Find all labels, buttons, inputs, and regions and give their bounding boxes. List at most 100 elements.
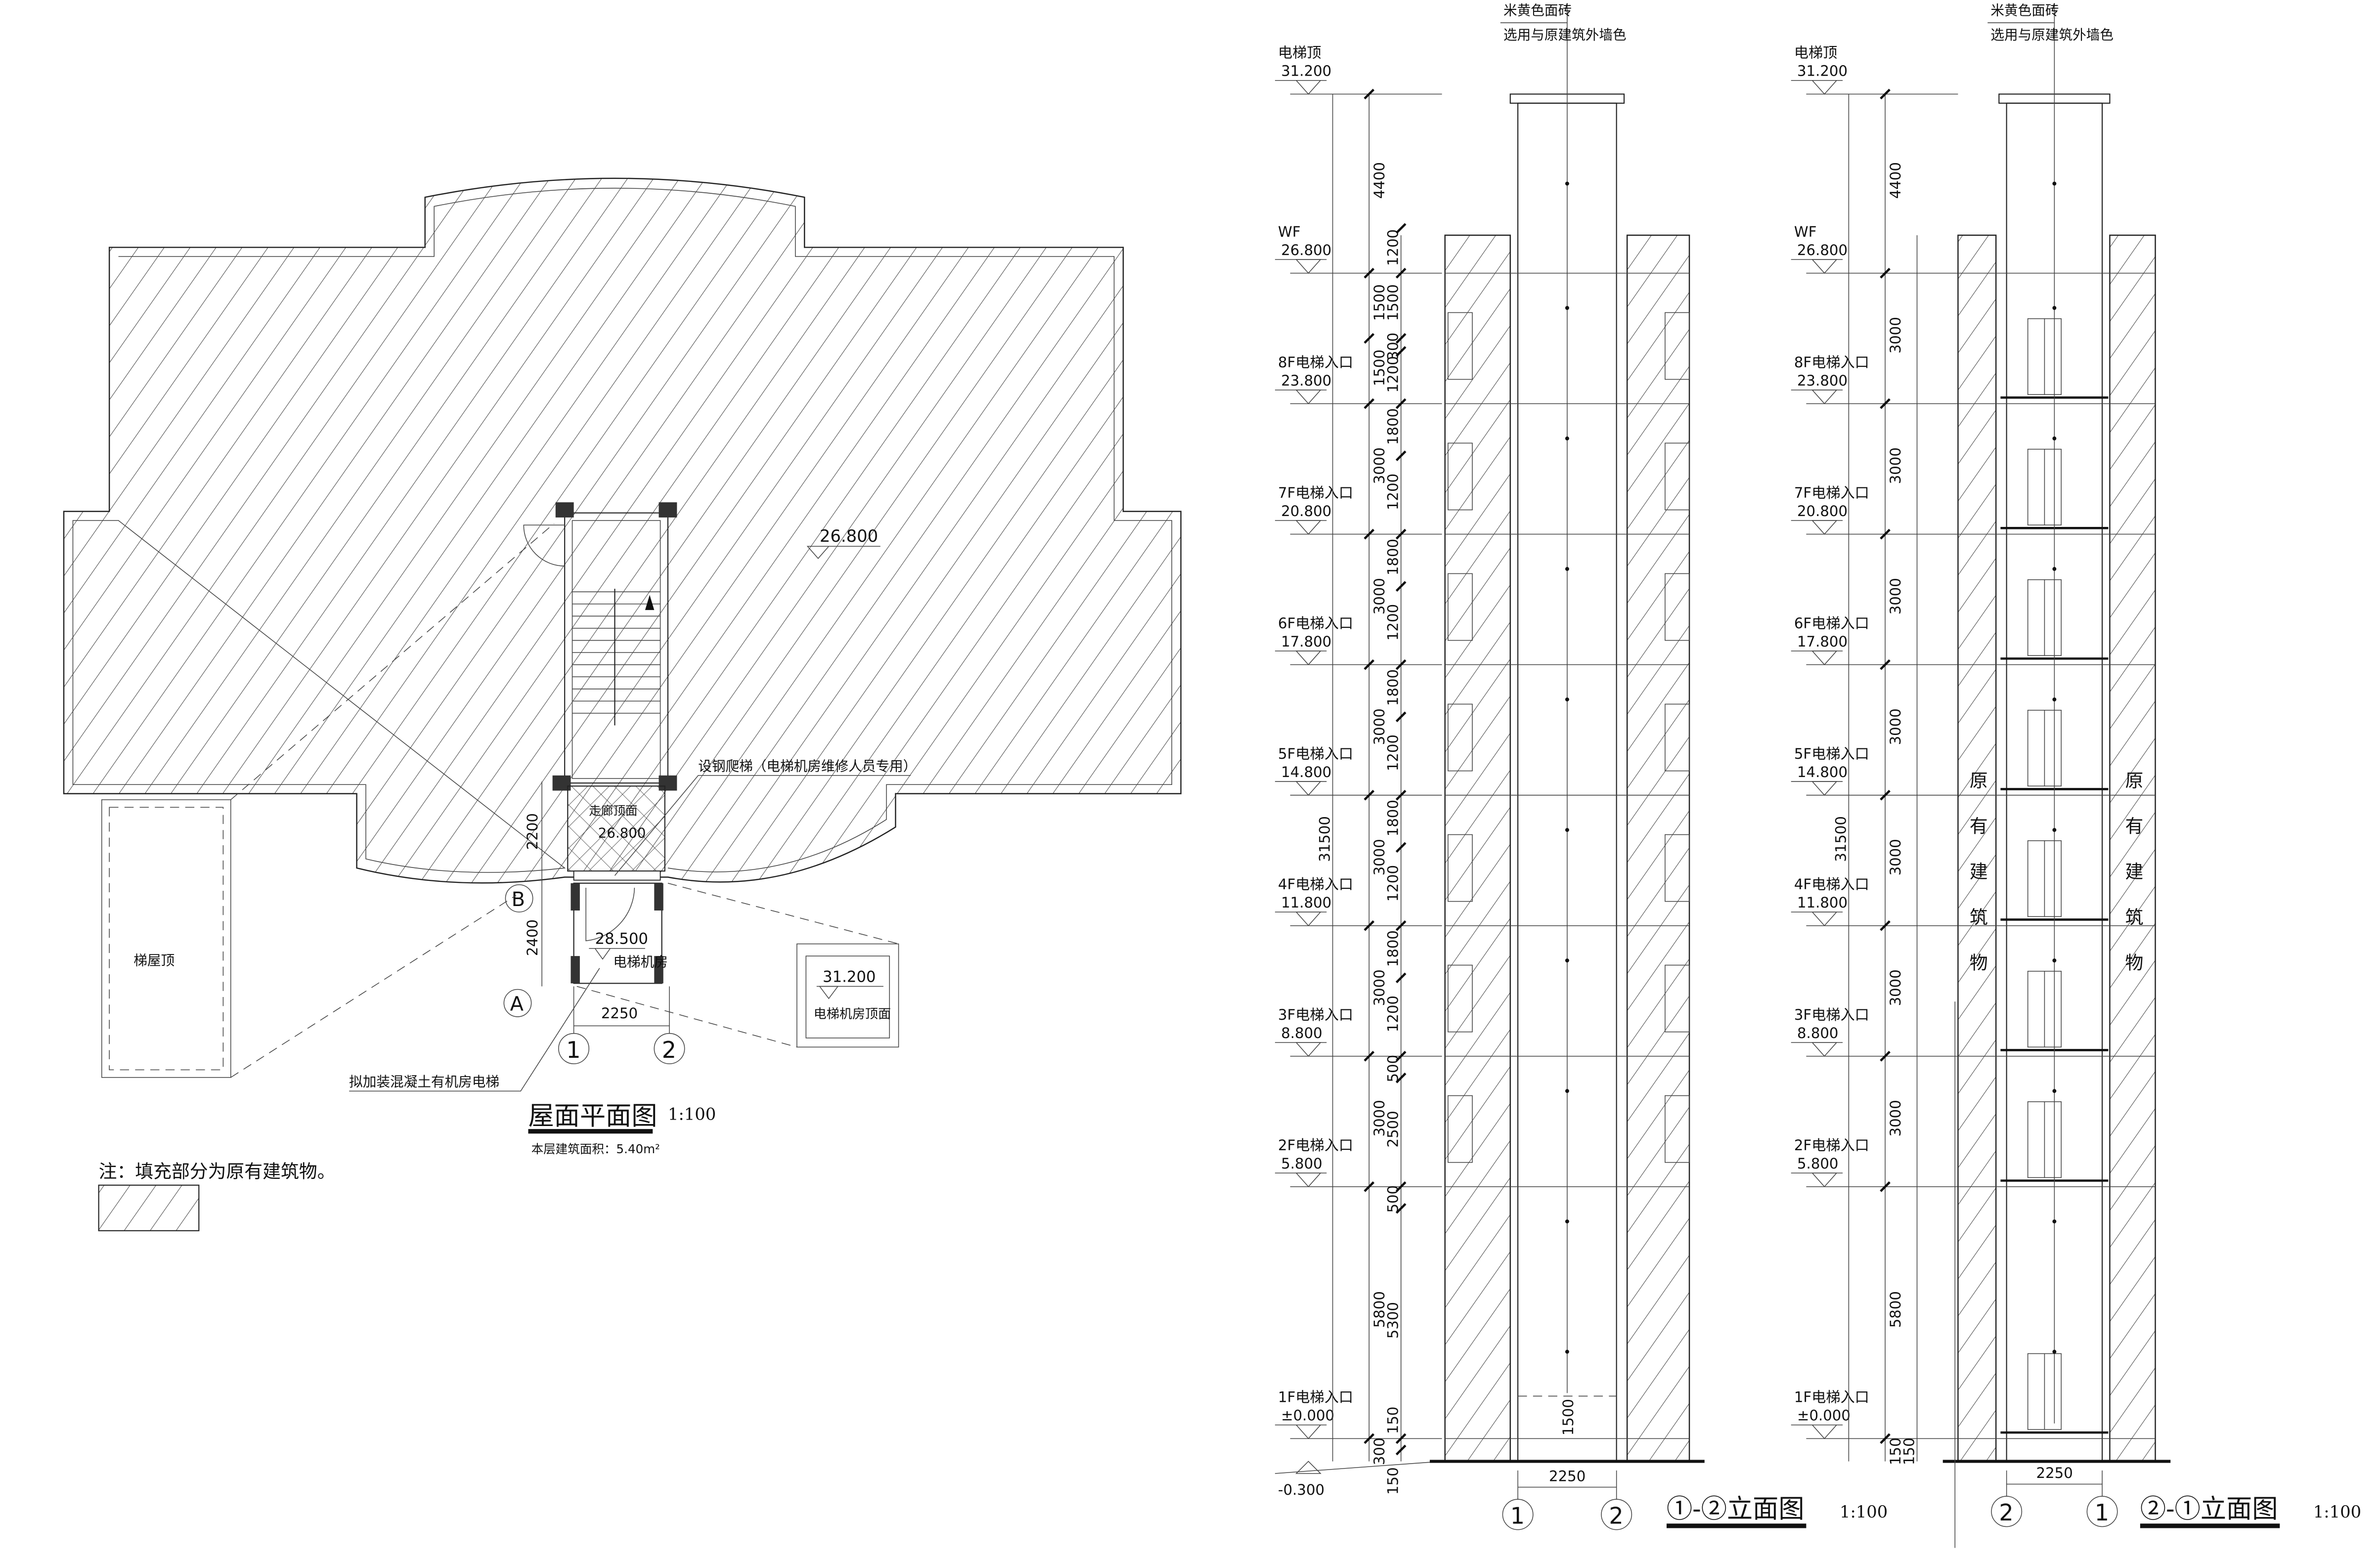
dim-text: 1800 bbox=[1385, 800, 1402, 836]
dim-text: 150 bbox=[1385, 1467, 1402, 1495]
existing-wall-right bbox=[2109, 234, 2156, 1462]
level-name: WF bbox=[1278, 223, 1301, 240]
stair-core bbox=[564, 512, 668, 784]
axis-label: 2 bbox=[1999, 1499, 2013, 1526]
axis-label-a: A bbox=[510, 993, 524, 1016]
level-marker-icon bbox=[1811, 911, 1838, 926]
dim-tick bbox=[1364, 789, 1375, 801]
window bbox=[1448, 573, 1473, 641]
level-marker-icon bbox=[806, 546, 830, 559]
dim-tick bbox=[1364, 1433, 1375, 1444]
detail-label: 电梯机房顶面 bbox=[814, 1007, 891, 1022]
level-marker-icon bbox=[1811, 781, 1838, 796]
level-marker-icon bbox=[1295, 259, 1322, 274]
dim-tick bbox=[1395, 972, 1407, 984]
dim-text: 300 bbox=[1385, 333, 1402, 360]
level-name: 1F电梯入口 bbox=[1794, 1389, 1869, 1406]
dim-text: 3000 bbox=[1887, 839, 1904, 875]
dim-tick bbox=[1395, 789, 1407, 801]
leader-dot bbox=[1565, 306, 1569, 310]
leader-dot bbox=[2052, 181, 2057, 186]
axis-bubble-1: 1 bbox=[558, 986, 590, 1064]
leader-dot bbox=[2052, 958, 2057, 963]
dim-text: 5800 bbox=[1371, 1291, 1388, 1328]
dim-tick bbox=[1364, 1050, 1375, 1062]
axis-label-2: 2 bbox=[662, 1037, 676, 1063]
window bbox=[1665, 573, 1690, 641]
level-marker-icon bbox=[1811, 650, 1838, 665]
level-value: 11.800 bbox=[1281, 894, 1331, 911]
stair-roof-detail bbox=[101, 799, 231, 1078]
leader-dot bbox=[2052, 306, 2057, 310]
axis-bubble bbox=[1601, 1499, 1632, 1530]
window bbox=[1448, 703, 1473, 772]
corridor-label: 走廊顶面 bbox=[589, 804, 637, 818]
level-marker-icon bbox=[1811, 80, 1838, 95]
level-value: 20.800 bbox=[1797, 503, 1848, 520]
leader-dot bbox=[2052, 567, 2057, 571]
level-marker-icon bbox=[1295, 80, 1322, 95]
dim-text: 3000 bbox=[1371, 447, 1388, 484]
parapet-line bbox=[72, 187, 1172, 873]
level-value: 17.800 bbox=[1797, 633, 1848, 650]
axis-label: 1 bbox=[2095, 1499, 2109, 1526]
dim-tick bbox=[1880, 789, 1891, 801]
level-marker-icon bbox=[1295, 1172, 1322, 1187]
level-value: 20.800 bbox=[1281, 503, 1331, 520]
leader-dot bbox=[1565, 1219, 1569, 1224]
dim-tick bbox=[1880, 1181, 1891, 1192]
existing-wall-right bbox=[1626, 234, 1690, 1462]
level-value: 31.200 bbox=[1281, 63, 1331, 80]
material-note: 选用与原建筑外墙色 bbox=[1503, 27, 1627, 43]
detail-leader bbox=[230, 523, 555, 800]
dim-tick bbox=[1395, 1444, 1407, 1456]
existing-building-outline bbox=[63, 177, 1182, 884]
level-value: 23.800 bbox=[1281, 372, 1331, 389]
elevation-scale: 1:100 bbox=[1840, 1502, 1888, 1521]
window bbox=[1665, 964, 1690, 1033]
dim-tick bbox=[1395, 659, 1407, 670]
dim-text: 1200 bbox=[1385, 735, 1402, 771]
axis-bubble-2: 2 bbox=[654, 986, 685, 1064]
dim-text: 1800 bbox=[1385, 930, 1402, 967]
ladder-note: 设钢爬梯（电梯机房维修人员专用） bbox=[698, 758, 917, 775]
level-value: 26.800 bbox=[1281, 242, 1331, 259]
dim-text: 1500 bbox=[1371, 349, 1388, 386]
dim-text: 3000 bbox=[1887, 447, 1904, 484]
dim-text: 3000 bbox=[1887, 708, 1904, 745]
dim-width: 2250 bbox=[2036, 1465, 2073, 1481]
elevation-title: ①-②立面图 bbox=[1667, 1494, 1805, 1524]
level-name: 4F电梯入口 bbox=[1278, 876, 1353, 893]
detail-level: 31.200 bbox=[823, 968, 876, 986]
dim-text: 4400 bbox=[1371, 162, 1388, 199]
corridor-level: 26.800 bbox=[598, 825, 646, 841]
title-underline bbox=[2140, 1523, 2280, 1528]
dim-text: 3000 bbox=[1371, 708, 1388, 745]
level-marker-icon bbox=[1295, 781, 1322, 796]
level-name: 电梯顶 bbox=[1278, 44, 1321, 61]
stair-up-arrow-icon bbox=[645, 595, 655, 610]
leader-dot bbox=[2052, 436, 2057, 441]
level-marker-icon bbox=[1295, 1424, 1322, 1439]
dim-2250: 2250 bbox=[601, 1005, 638, 1022]
legend-note: 注：填充部分为原有建筑物。 bbox=[99, 1161, 336, 1182]
dim-2400: 2400 bbox=[524, 919, 541, 956]
label-mask bbox=[131, 948, 176, 970]
level-value: 11.800 bbox=[1797, 894, 1848, 911]
window bbox=[1448, 312, 1473, 380]
leader-dot bbox=[2052, 1349, 2057, 1354]
level-name: 3F电梯入口 bbox=[1794, 1006, 1869, 1023]
dim-tick bbox=[1364, 659, 1375, 670]
dim-tick bbox=[1880, 398, 1891, 409]
roof-level: 26.800 bbox=[820, 526, 878, 546]
detail-leader bbox=[576, 986, 797, 1048]
dim-tick bbox=[1395, 398, 1407, 409]
axis-label: 2 bbox=[1609, 1502, 1623, 1529]
leader-dot bbox=[1565, 181, 1569, 186]
dim-text: 3000 bbox=[1371, 578, 1388, 614]
machine-room-roof-detail bbox=[796, 943, 899, 1048]
dim-tick bbox=[1395, 1181, 1407, 1192]
dim-tick bbox=[1395, 920, 1407, 931]
level-name: 5F电梯入口 bbox=[1278, 745, 1353, 762]
